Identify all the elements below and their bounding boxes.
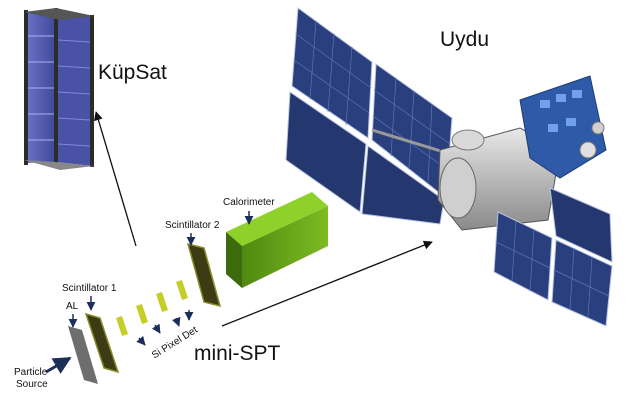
calorimeter-label: Calorimeter bbox=[223, 197, 275, 208]
scintillator-1 bbox=[84, 312, 120, 374]
pixel-plane bbox=[156, 292, 168, 312]
satellite-label: Uydu bbox=[440, 28, 490, 51]
cubesat-image bbox=[24, 8, 94, 170]
particle-source-label-line2: Source bbox=[16, 379, 48, 390]
pixel-plane bbox=[136, 304, 148, 324]
instrument-image bbox=[45, 192, 328, 384]
arrow-to-cubesat bbox=[93, 111, 137, 247]
arrow-to-satellite bbox=[221, 240, 433, 327]
scintillator-1-label: Scintillator 1 bbox=[62, 283, 117, 294]
scintillator-2 bbox=[186, 242, 222, 308]
pixel-plane bbox=[176, 280, 188, 300]
pixel-plane bbox=[116, 316, 128, 336]
al-label: AL bbox=[66, 301, 79, 312]
instrument-label: mini-SPT bbox=[194, 342, 281, 365]
particle-source-label-line1: Particle bbox=[14, 367, 48, 378]
al-plate bbox=[68, 326, 98, 384]
scintillator-2-label: Scintillator 2 bbox=[165, 220, 220, 231]
satellite-image bbox=[285, 7, 613, 327]
calorimeter-block bbox=[226, 192, 328, 246]
cubesat-label: KüpSat bbox=[98, 61, 167, 84]
